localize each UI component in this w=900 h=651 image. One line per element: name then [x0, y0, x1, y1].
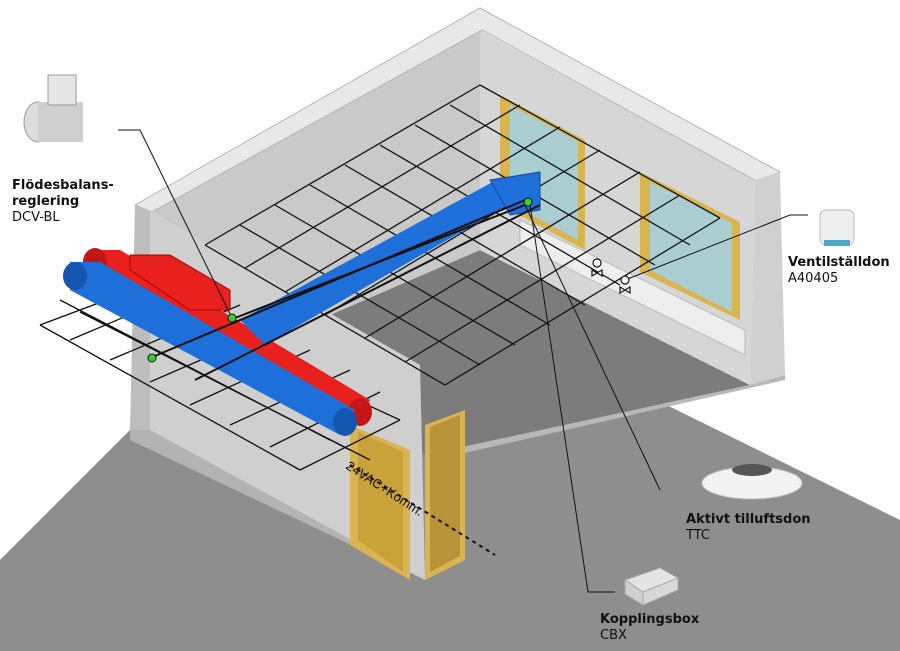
label-ttc: Aktivt tilluftsdon TTC — [686, 512, 811, 544]
label-dcv-model: DCV-BL — [12, 210, 60, 225]
label-valve: Ventilställdon A40405 — [788, 255, 890, 287]
node-dcv — [227, 313, 237, 323]
label-ttc-title: Aktivt tilluftsdon — [686, 512, 811, 527]
label-valve-title: Ventilställdon — [788, 255, 890, 270]
window-sill — [519, 219, 746, 356]
window-2 — [640, 172, 740, 320]
node-ttc — [523, 197, 533, 207]
label-cbx-model: CBX — [600, 628, 627, 643]
label-cbx: Kopplingsbox CBX — [600, 612, 699, 644]
front-wall-right — [750, 172, 785, 385]
ttc-image — [701, 464, 803, 500]
control-wiring — [149, 199, 541, 556]
front-wall-bottom — [425, 375, 785, 462]
valve-symbols — [591, 258, 631, 295]
valve-actuator-image — [819, 209, 855, 246]
dcv-bl-image — [23, 74, 83, 143]
label-dcv-title-2: reglering — [12, 194, 80, 209]
label-dcv: Flödesbalans- reglering DCV-BL — [12, 178, 114, 226]
node-corridor — [147, 353, 157, 363]
leader-lines — [118, 129, 808, 593]
label-valve-model: A40405 — [788, 271, 839, 286]
cbx-image — [623, 567, 680, 606]
back-wall-right — [480, 30, 755, 385]
label-dcv-title-1: Flödesbalans- — [12, 178, 114, 193]
door-1 — [350, 425, 410, 580]
label-ttc-model: TTC — [686, 528, 710, 543]
label-cbx-title: Kopplingsbox — [600, 612, 700, 627]
door-2 — [425, 410, 465, 580]
floor-inner — [330, 250, 750, 455]
